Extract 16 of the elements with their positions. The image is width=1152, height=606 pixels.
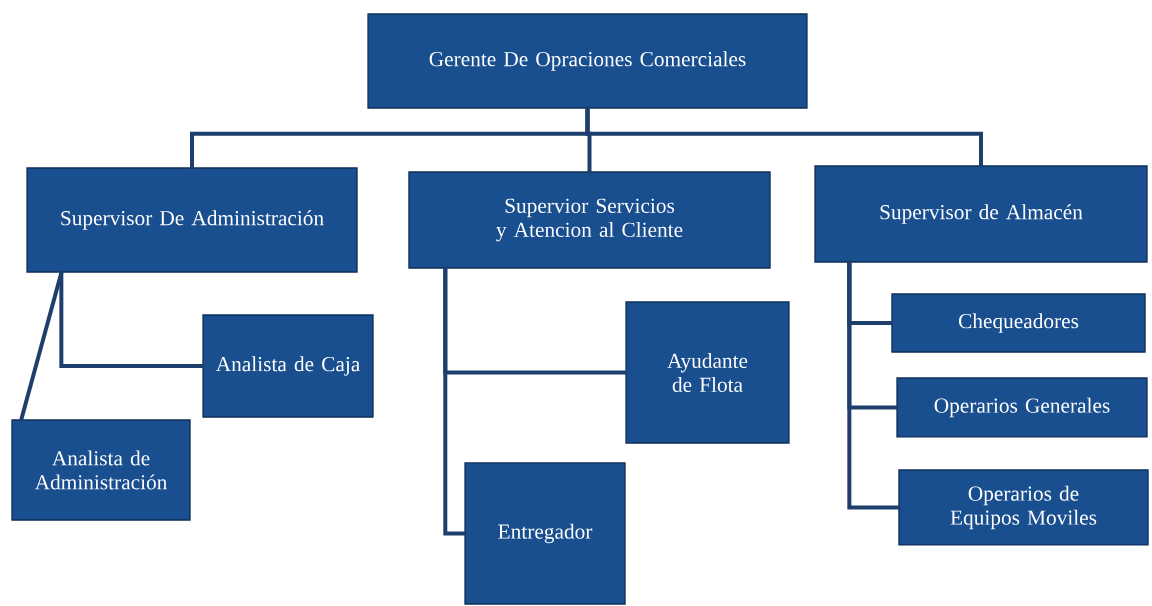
org-box: Supervisor De Administración [26, 167, 358, 273]
org-box: Supervisor de Almacén [814, 165, 1148, 263]
org-box: Gerente De Opraciones Comerciales [367, 13, 808, 109]
org-box: Operarios de Equipos Moviles [898, 469, 1149, 546]
connector-line [585, 106, 983, 168]
connector-line [19, 270, 64, 422]
org-box: Analista de Administración [11, 419, 191, 521]
org-box: Ayudante de Flota [625, 301, 790, 444]
connector-line [443, 266, 467, 536]
org-box: Entregador [464, 462, 626, 605]
connector-line [847, 260, 901, 510]
connector-line [59, 270, 205, 368]
org-box: Operarios Generales [896, 377, 1148, 438]
org-box: Chequeadores [891, 293, 1146, 353]
org-box: Analista de Caja [202, 314, 374, 418]
org-box: Supervior Servicios y Atencion al Cliente [408, 171, 771, 269]
